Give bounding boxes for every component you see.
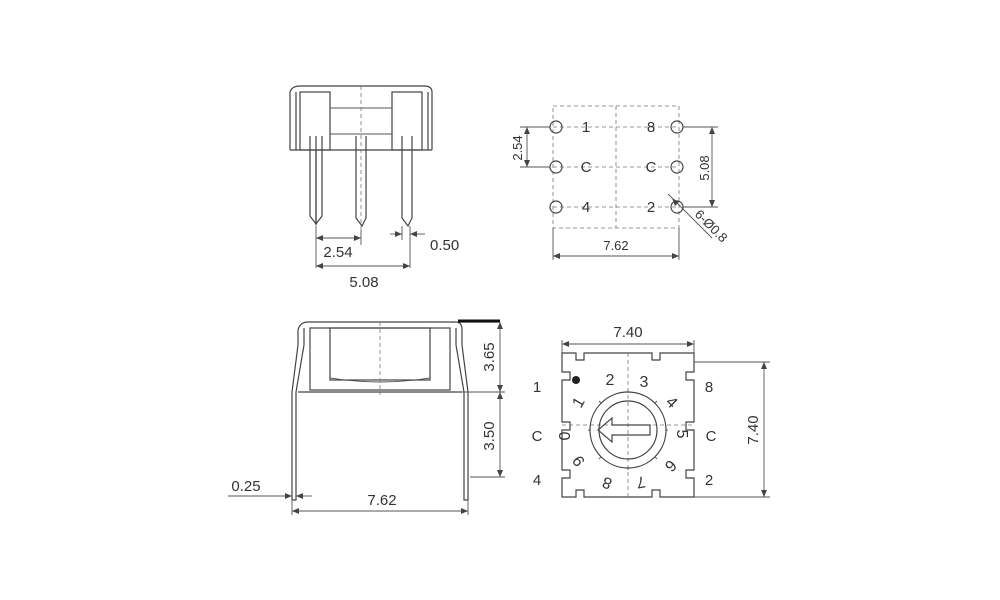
pin-layout-view: 1 8 C C 4 2 2.54 5.08 7.62 6-Ø0.8 [510,105,731,260]
top-view: 0 1 2 3 4 5 6 7 8 9 1 8 C C 4 2 7.40 7.4… [532,324,770,498]
side-view: 2.54 0.50 5.08 [289,85,459,291]
dial-digit-6: 6 [661,456,679,474]
dial-digit-7: 7 [635,472,647,490]
pin-label-top-left: 1 [582,119,590,136]
pin-label-bot-right: 2 [647,199,655,216]
top-height-label: 7.40 [745,415,762,444]
terminal-label-top-right: 8 [705,379,713,396]
dial-digit-8: 8 [600,473,614,492]
dial-digit-0: 0 [557,431,574,440]
front-view: 3.65 3.50 0.25 7.62 [228,319,505,515]
dial-digit-1: 1 [570,395,589,411]
dial-digit-5: 5 [673,430,690,439]
pin-label-top-right: 8 [647,119,655,136]
front-top-height-label: 3.65 [481,342,498,371]
pin-width-label: 7.62 [603,238,628,253]
pin-label-mid-right: C [646,159,657,176]
hole-diameter-label: 6-Ø0.8 [692,207,731,246]
front-width-label: 7.62 [367,492,396,509]
terminal-label-mid-right: C [706,428,717,445]
dial-digit-2: 2 [606,372,615,389]
side-pitch-label: 2.54 [323,244,352,261]
terminal-label-bot-left: 4 [533,472,541,489]
side-pin-width-label: 0.50 [430,237,459,254]
front-pin-height-label: 3.50 [481,421,498,450]
pin-label-mid-left: C [581,159,592,176]
terminal-label-bot-right: 2 [705,472,713,489]
terminal-label-top-left: 1 [533,379,541,396]
terminal-label-mid-left: C [532,428,543,445]
pin-label-bot-left: 4 [582,199,590,216]
top-width-label: 7.40 [613,324,642,341]
dial-digit-4: 4 [662,394,680,412]
side-span-label: 5.08 [349,274,378,291]
front-pin-thickness-label: 0.25 [231,478,260,495]
pin-row-pitch-label: 2.54 [510,135,525,160]
dial-digit-3: 3 [640,374,649,391]
dial-arrow [597,416,651,444]
dial-digit-9: 9 [570,452,589,469]
pin-col-span-label: 5.08 [697,155,712,180]
